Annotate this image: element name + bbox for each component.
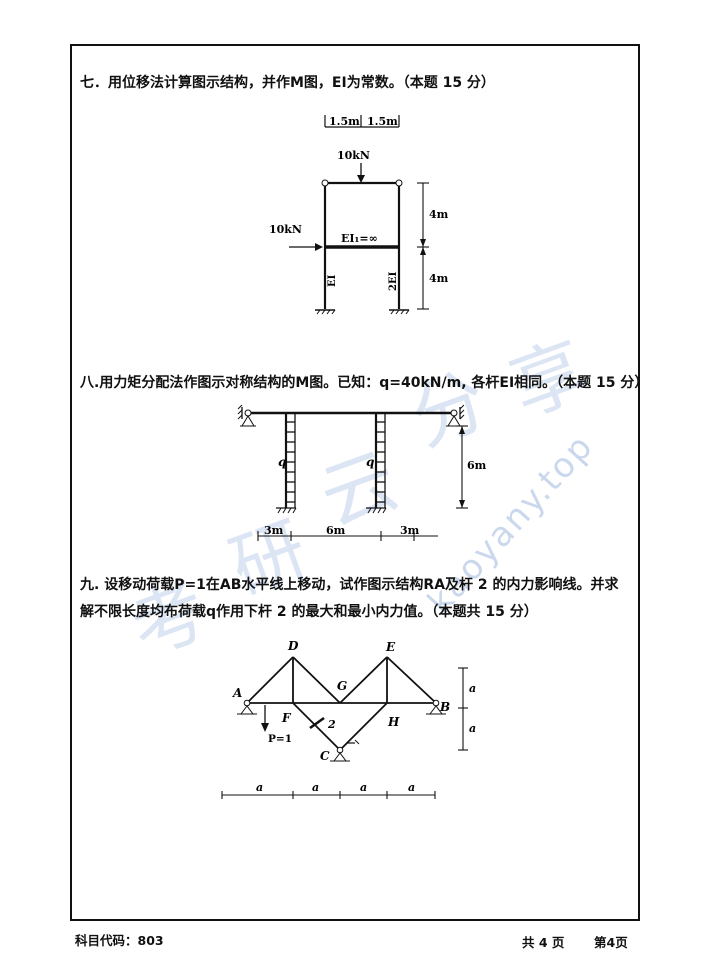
- page-border: [70, 44, 640, 921]
- question-8-text: 八.用力矩分配法作图示对称结构的M图。已知：q=40kN/m, 各杆EI相同。（…: [80, 375, 649, 391]
- q9-a-h2: a: [312, 781, 319, 794]
- q7-frame-diagram: 1.5m 1.5m 10kN EI₁=∞ 10kN EI 2EI 4m 4m: [269, 115, 449, 315]
- q9-truss-diagram: 2 A B C D E F G H P=1 a a a a a a: [221, 639, 476, 799]
- q7-h-upper: 4m: [429, 208, 449, 221]
- q8-span2: 6m: [326, 524, 346, 537]
- q7-dim-right: 1.5m: [367, 115, 398, 128]
- q7-beam-label: EI₁=∞: [341, 232, 378, 245]
- q9-label-B: B: [439, 700, 450, 714]
- q9-bar2-label: 2: [327, 718, 336, 731]
- q9-a-h4: a: [408, 781, 415, 794]
- question-9-line2: 解不限长度均布荷载q作用下杆 2 的最大和最小内力值。（本题共 15 分）: [80, 604, 538, 620]
- q9-label-A: A: [232, 686, 242, 700]
- q9-load-label: P=1: [268, 733, 292, 745]
- q7-left-col: EI: [327, 274, 338, 287]
- q9-a-v2: a: [469, 722, 476, 735]
- page-number: 第4页: [594, 935, 628, 950]
- q8-q-left: q: [278, 455, 286, 469]
- q9-a-h1: a: [256, 781, 263, 794]
- q7-right-col: 2EI: [388, 271, 399, 291]
- q8-frame-diagram: q q 6m 3m 6m 3m: [237, 404, 487, 541]
- q8-span3: 3m: [400, 524, 420, 537]
- q8-q-right: q: [366, 455, 374, 469]
- q7-h-lower: 4m: [429, 272, 449, 285]
- q9-label-C: C: [320, 749, 330, 763]
- q9-label-G: G: [337, 679, 347, 693]
- q9-a-h3: a: [360, 781, 367, 794]
- q9-a-v1: a: [469, 682, 476, 695]
- q9-label-H: H: [387, 715, 400, 729]
- q9-label-F: F: [281, 711, 292, 725]
- q8-span1: 3m: [264, 524, 284, 537]
- q9-label-E: E: [385, 640, 396, 654]
- question-9-line1: 九. 设移动荷载P=1在AB水平线上移动，试作图示结构RA及杆 2 的内力影响线…: [80, 577, 619, 593]
- q7-dim-left: 1.5m: [329, 115, 360, 128]
- q7-side-load: 10kN: [269, 223, 302, 236]
- q7-top-load: 10kN: [337, 149, 370, 162]
- q9-label-D: D: [287, 639, 299, 653]
- subject-code: 科目代码：803: [75, 933, 164, 948]
- total-pages: 共 4 页: [522, 935, 565, 950]
- q8-height: 6m: [467, 459, 487, 472]
- question-7-text: 七．用位移法计算图示结构，并作M图，EI为常数。（本题 15 分）: [80, 75, 495, 91]
